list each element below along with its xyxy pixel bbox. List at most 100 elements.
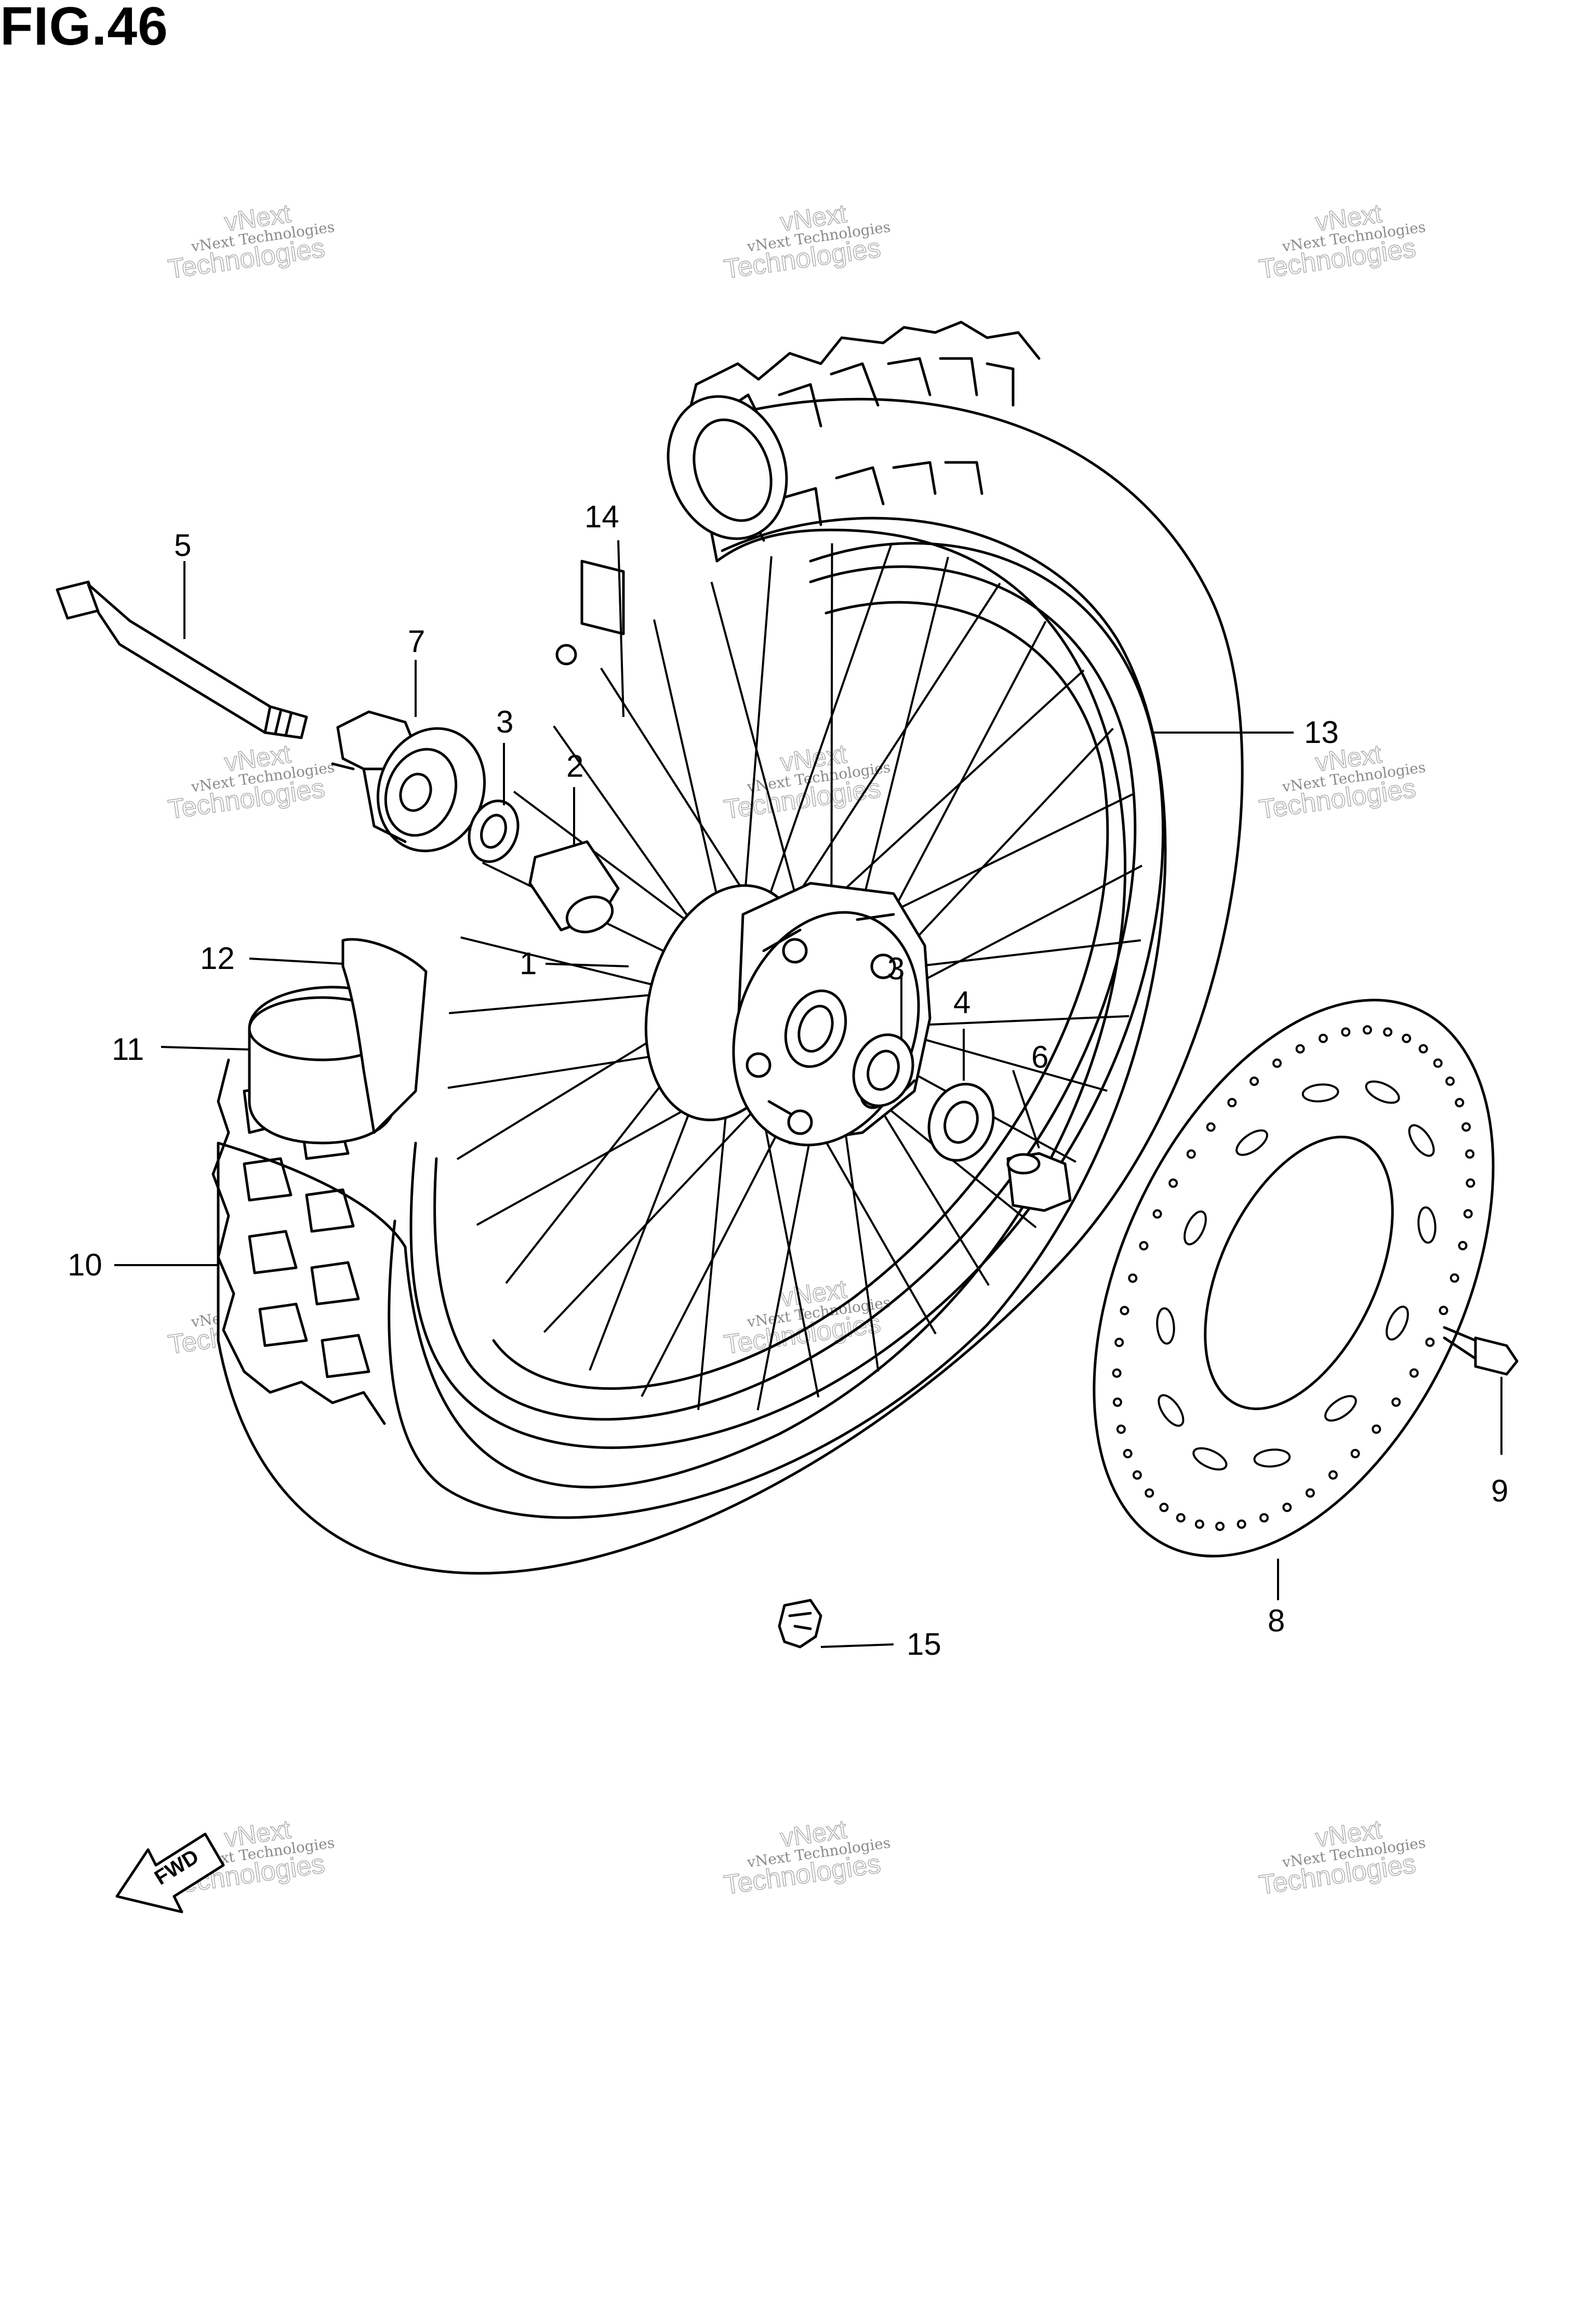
disc-slot [1324,1395,1357,1422]
disc-hole [1123,1449,1133,1458]
disc-hole [1159,1503,1169,1512]
disc-bolt [1443,1326,1519,1376]
disc-hole [1112,1368,1122,1378]
disc-hole [1112,1397,1122,1407]
watermark-mid-right: vNext vNext Technologies Technologies [1257,739,1427,826]
watermark-low-center: vNext vNext Technologies Technologies [722,1274,892,1361]
disc-slot [1417,1206,1437,1244]
disc-slot [1365,1080,1400,1104]
disc-slot [1156,1307,1175,1345]
callout-7: 7 [408,624,425,659]
disc-hole [1409,1368,1419,1378]
disc-hole [1350,1449,1360,1458]
callout-10: 10 [68,1247,102,1282]
disc-hole [1116,1424,1126,1434]
disc-hole [1152,1209,1162,1219]
disc-slot [1192,1447,1228,1471]
disc-hole [1418,1044,1428,1054]
disc-hole [1425,1337,1435,1347]
disc-slot [1253,1449,1291,1468]
disc-hole [1186,1149,1196,1159]
callout-14: 14 [584,499,619,534]
disc-hole [1362,1025,1372,1035]
disc-hole [1215,1521,1225,1531]
disc-hole [1463,1209,1473,1219]
leader-lines [114,540,1502,1648]
watermark-bottom-right: vNext vNext Technologies Technologies [1257,1814,1427,1901]
disc-hole [1449,1273,1459,1283]
watermark-top-left: vNext vNext Technologies Technologies [166,198,336,285]
callout-13: 13 [1304,715,1339,750]
watermark-top-right: vNext vNext Technologies Technologies [1257,198,1427,285]
disc-hole [1114,1337,1124,1347]
axle [56,580,308,739]
disc-slot [1183,1210,1207,1245]
spoke-nipple [555,560,625,666]
disc-hole [1295,1044,1305,1054]
disc-hole [1461,1122,1471,1132]
disc-hole [1132,1470,1142,1480]
disc-hole [1328,1470,1338,1480]
disc-hole [1206,1122,1216,1132]
disc-hole [1318,1033,1328,1043]
clip [778,1599,822,1649]
callout-3b: 3 [887,951,905,986]
callout-15: 15 [907,1627,941,1662]
disc-slot [1408,1124,1435,1157]
disc-hole [1259,1513,1269,1523]
callout-1: 1 [520,946,537,981]
disc-hole [1145,1488,1154,1498]
figure-title: FIG.46 [0,0,168,57]
bearing-right [852,1033,995,1162]
spacer [528,840,620,934]
tread-bottom [211,938,428,1425]
disc-hole [1445,1077,1455,1086]
disc-hole [1458,1241,1468,1251]
callout-6: 6 [1031,1040,1048,1074]
disc-hole [1227,1098,1237,1108]
watermark-mid-left: vNext vNext Technologies Technologies [166,739,336,826]
speedometer-gearbox [331,710,486,853]
disc-hole [1120,1306,1129,1316]
disc-hole [1249,1077,1259,1086]
disc-hole [1176,1513,1186,1523]
disc-hole [1139,1241,1149,1251]
watermark-bottom-center: vNext vNext Technologies Technologies [722,1814,892,1901]
callout-9: 9 [1491,1473,1508,1508]
disc-hole [1433,1058,1443,1068]
disc-hole [1236,1519,1246,1529]
callout-8: 8 [1268,1603,1285,1638]
disc-hole [1402,1033,1412,1043]
disc-hole [1465,1149,1475,1159]
disc-hole [1168,1178,1178,1188]
disc-slot [1158,1394,1185,1427]
disc-hole [1466,1178,1475,1188]
disc-hole [1439,1306,1448,1316]
disc-slot [1386,1306,1409,1341]
callout-3a: 3 [496,705,513,739]
collar [1006,1152,1072,1212]
callout-2: 2 [566,749,583,783]
disc-hole [1455,1098,1465,1108]
watermark-top-center: vNext vNext Technologies Technologies [722,198,892,285]
disc-slot [1301,1083,1339,1102]
callout-4: 4 [953,985,970,1020]
disc-hole [1282,1503,1292,1512]
brake-disc [1093,999,1495,1558]
watermark-mid-center: vNext vNext Technologies Technologies [722,739,892,826]
tread-top [667,321,1041,542]
rim [409,542,1165,1449]
fwd-arrow: FWD [115,1832,225,1914]
disc-hole [1128,1273,1138,1283]
disc-hole [1305,1488,1315,1498]
disc-hole [1391,1397,1401,1407]
callout-12: 12 [200,941,235,976]
callout-5: 5 [174,528,191,563]
callout-11: 11 [112,1032,144,1067]
disc-hole [1372,1424,1381,1434]
disc-hole [1194,1519,1204,1529]
disc-slot [1235,1129,1268,1156]
disc-hole [1272,1058,1282,1068]
disc-hole [1341,1027,1351,1037]
